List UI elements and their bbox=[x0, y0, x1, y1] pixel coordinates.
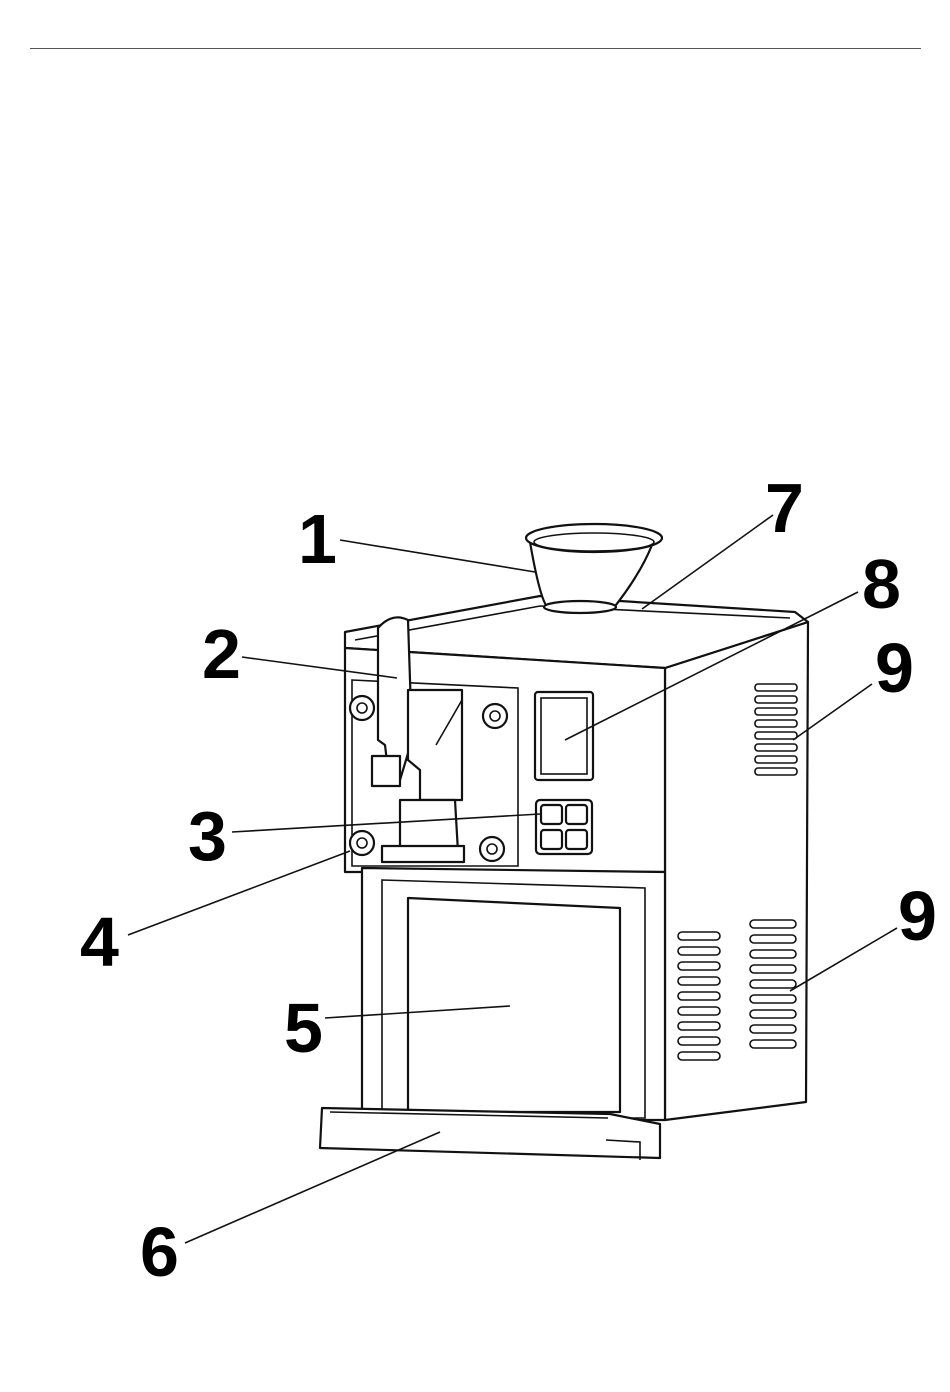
leader-4 bbox=[128, 851, 350, 935]
callout-8: 8 bbox=[862, 545, 901, 623]
nozzle-block bbox=[400, 800, 458, 852]
callout-5: 5 bbox=[284, 989, 323, 1067]
spigot-ring bbox=[382, 846, 464, 862]
callout-1: 1 bbox=[298, 500, 337, 578]
machine-drawing bbox=[320, 524, 808, 1160]
handle-base bbox=[372, 756, 400, 786]
knob-bottom-left bbox=[350, 831, 374, 855]
callout-2: 2 bbox=[202, 615, 241, 693]
callout-7: 7 bbox=[765, 469, 804, 547]
callout-3: 3 bbox=[188, 797, 227, 875]
knob-top-left bbox=[350, 696, 374, 720]
leader-6 bbox=[185, 1132, 440, 1243]
knob-bottom-right bbox=[480, 837, 504, 861]
cup-area bbox=[408, 898, 620, 1112]
display-screen bbox=[535, 692, 593, 780]
callout-4: 4 bbox=[80, 903, 119, 981]
leader-1 bbox=[340, 540, 535, 572]
knob-top-right bbox=[483, 704, 507, 728]
callout-9-upper: 9 bbox=[875, 629, 914, 707]
callout-6: 6 bbox=[140, 1213, 179, 1291]
vents-lower-right bbox=[750, 920, 796, 1048]
leader-7 bbox=[642, 515, 773, 609]
callout-9-lower: 9 bbox=[898, 877, 937, 955]
control-buttons bbox=[536, 800, 592, 854]
vents-lower-left bbox=[678, 932, 720, 1060]
